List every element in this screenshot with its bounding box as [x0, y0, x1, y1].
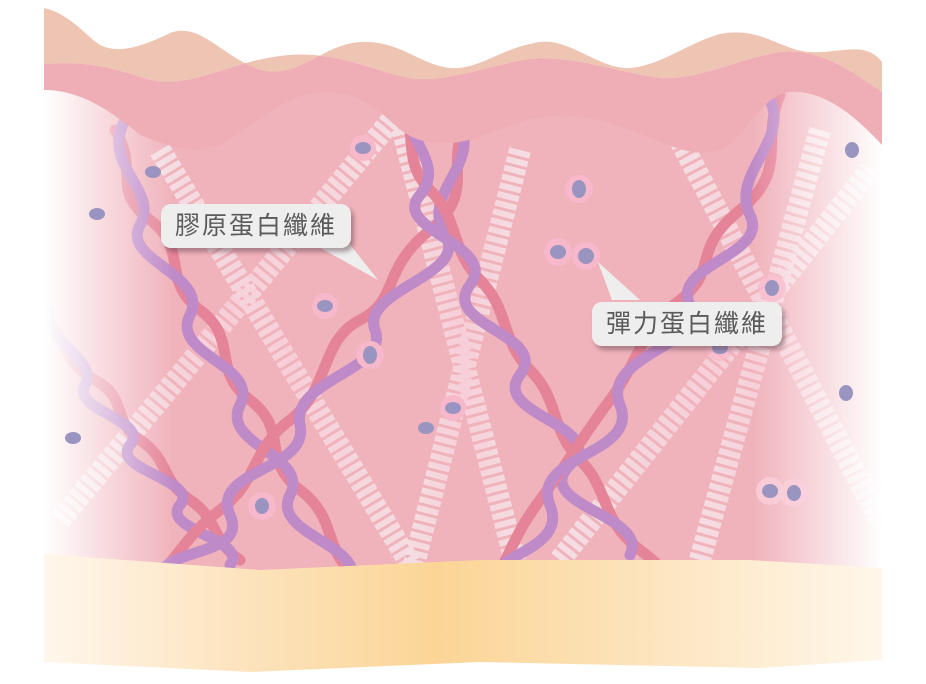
subcutaneous-fat-layer: [44, 554, 882, 672]
cell: [356, 341, 384, 369]
cell: [758, 274, 786, 302]
left-fade: [44, 80, 174, 580]
elastin-callout-pointer: [598, 262, 640, 300]
cell: [780, 479, 808, 507]
cell: [89, 208, 105, 220]
cell: [248, 492, 276, 520]
cell: [839, 385, 853, 401]
cell: [756, 477, 784, 505]
elastin-fiber-label: 彈力蛋白纖維: [592, 302, 783, 346]
cell: [440, 395, 466, 421]
cell: [418, 422, 434, 434]
cell: [544, 238, 572, 266]
cell: [145, 166, 161, 178]
cell: [572, 242, 600, 270]
cell: [350, 135, 376, 161]
fibroblast-cells: [65, 135, 859, 520]
collagen-fiber-label: 膠原蛋白纖維: [161, 204, 352, 248]
cell: [65, 432, 81, 444]
cell: [845, 142, 859, 158]
cell: [565, 175, 593, 203]
epidermis-outer-layer: [44, 8, 882, 92]
cell: [312, 293, 338, 319]
collagen-fiber: [394, 84, 676, 580]
epidermis-inner-layer: [44, 51, 882, 153]
collagen-callout-pointer: [310, 242, 378, 280]
